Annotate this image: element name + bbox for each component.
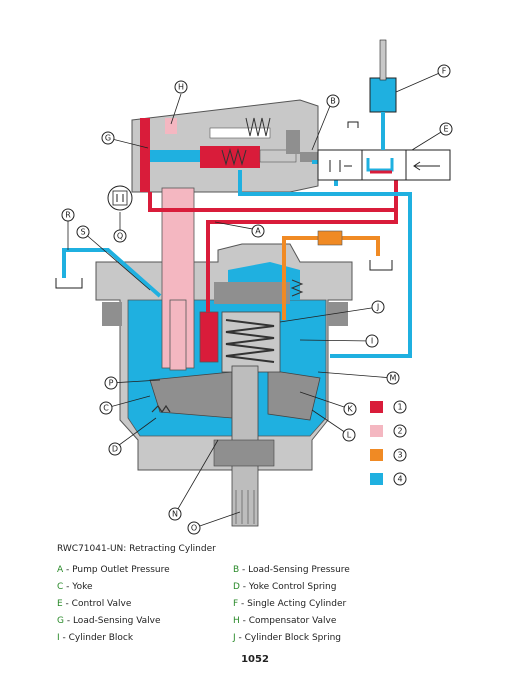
svg-text:D: D	[112, 445, 118, 454]
callout-o: O	[187, 521, 201, 535]
single-acting-cylinder	[369, 39, 397, 150]
key-item: B - Load-Sensing Pressure	[233, 565, 409, 575]
svg-text:A: A	[255, 227, 261, 236]
svg-text:P: P	[109, 379, 114, 388]
legend-number-3: 3	[397, 451, 402, 460]
key-letter: E	[57, 598, 63, 609]
key-text: - Yoke	[63, 581, 93, 592]
callout-a: A	[251, 224, 265, 238]
key-text: - Yoke Control Spring	[239, 581, 337, 592]
svg-text:O: O	[191, 524, 197, 533]
callout-d: D	[108, 442, 122, 456]
key-row: G - Load-Sensing Valve H - Compensator V…	[57, 612, 457, 629]
legend-swatch-2	[370, 425, 383, 437]
svg-text:M: M	[390, 374, 397, 383]
key-text: - Cylinder Block Spring	[235, 632, 341, 643]
key-text: - Load-Sensing Pressure	[239, 564, 350, 575]
svg-text:F: F	[442, 67, 447, 76]
svg-text:H: H	[178, 83, 184, 92]
callout-m: M	[386, 371, 400, 385]
key-letter: F	[233, 598, 239, 609]
callout-j: J	[371, 300, 385, 314]
key-letter: C	[57, 581, 64, 592]
key-item: I - Cylinder Block	[57, 633, 233, 643]
svg-text:G: G	[105, 134, 111, 143]
control-valve	[317, 149, 451, 181]
key-letter: J	[233, 632, 236, 643]
key-row: E - Control Valve F - Single Acting Cyli…	[57, 595, 457, 612]
callout-q: Q	[113, 229, 127, 243]
svg-text:N: N	[172, 510, 178, 519]
svg-text:S: S	[80, 228, 85, 237]
callout-i: I	[365, 334, 379, 348]
svg-text:L: L	[347, 431, 352, 440]
svg-text:J: J	[376, 303, 379, 312]
callout-s: S	[76, 225, 90, 239]
color-legend: 1 2 3 4	[370, 400, 407, 486]
legend-swatch-4	[370, 473, 383, 485]
legend-swatch-3	[370, 449, 383, 461]
svg-text:I: I	[371, 337, 373, 346]
svg-text:C: C	[103, 404, 109, 413]
key-letter: D	[233, 581, 240, 592]
svg-text:K: K	[347, 405, 353, 414]
key-item: F - Single Acting Cylinder	[233, 599, 409, 609]
legend-swatch-1	[370, 401, 383, 413]
callout-k: K	[343, 402, 357, 416]
key-letter: G	[57, 615, 64, 626]
key-item: D - Yoke Control Spring	[233, 582, 409, 592]
callout-e: E	[439, 122, 453, 136]
key-letter: H	[233, 615, 240, 626]
key-item: G - Load-Sensing Valve	[57, 616, 233, 626]
page-number: 1052	[241, 654, 269, 665]
callout-r: R	[61, 208, 75, 222]
legend-number-1: 1	[397, 403, 402, 412]
key-item: E - Control Valve	[57, 599, 233, 609]
callout-h: H	[174, 80, 188, 94]
key-list: A - Pump Outlet Pressure B - Load-Sensin…	[57, 561, 457, 646]
valve-block	[131, 99, 320, 193]
valve-symbol	[107, 185, 133, 211]
key-item: C - Yoke	[57, 582, 233, 592]
key-letter: B	[233, 564, 240, 575]
callout-c: C	[99, 401, 113, 415]
key-text: - Pump Outlet Pressure	[63, 564, 170, 575]
key-text: - Single Acting Cylinder	[238, 598, 347, 609]
svg-text:R: R	[65, 211, 71, 220]
pump-cross-section-diagram: A B C D E F G H I J K L M N O P Q R S 1 …	[55, 39, 453, 535]
key-text: - Control Valve	[62, 598, 132, 609]
callout-f: F	[437, 64, 451, 78]
key-letter: A	[57, 564, 64, 575]
svg-text:E: E	[443, 125, 448, 134]
key-item: H - Compensator Valve	[233, 616, 409, 626]
key-text: - Load-Sensing Valve	[63, 615, 161, 626]
key-row: I - Cylinder Block J - Cylinder Block Sp…	[57, 629, 457, 646]
key-text: - Cylinder Block	[59, 632, 134, 643]
key-row: C - Yoke D - Yoke Control Spring	[57, 578, 457, 595]
callout-n: N	[168, 507, 182, 521]
svg-text:Q: Q	[117, 232, 123, 241]
figure-caption: RWC71041-UN: Retracting Cylinder	[57, 544, 216, 554]
callout-b: B	[326, 94, 340, 108]
key-row: A - Pump Outlet Pressure B - Load-Sensin…	[57, 561, 457, 578]
callout-l: L	[342, 428, 356, 442]
callout-g: G	[101, 131, 115, 145]
key-item: J - Cylinder Block Spring	[233, 633, 409, 643]
legend-number-2: 2	[397, 427, 402, 436]
cylinder-block-spring	[225, 319, 275, 363]
key-item: A - Pump Outlet Pressure	[57, 565, 233, 575]
key-text: - Compensator Valve	[239, 615, 337, 626]
legend-number-4: 4	[397, 475, 402, 484]
svg-text:B: B	[330, 97, 336, 106]
key-letter: I	[57, 632, 60, 643]
callout-p: P	[104, 376, 118, 390]
